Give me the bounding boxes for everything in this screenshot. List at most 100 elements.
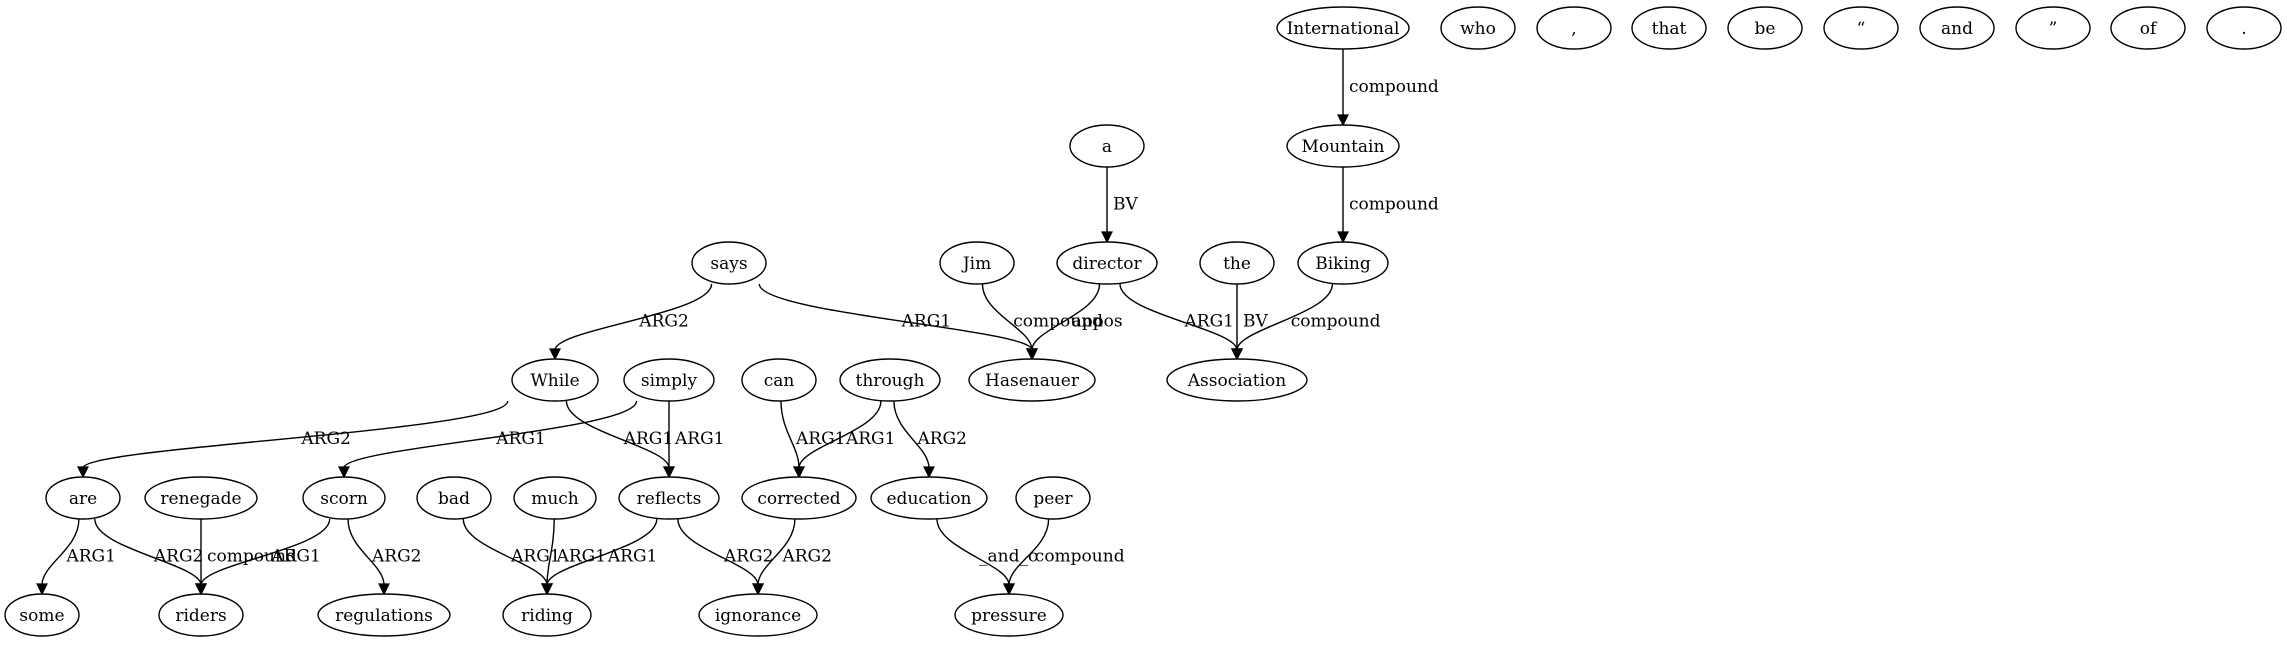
edge-are-some: ARG1: [36, 518, 116, 596]
node-much: much: [513, 476, 597, 520]
edge-label: ARG2: [300, 429, 350, 449]
edge-mountain-biking: compound: [1337, 167, 1439, 244]
arrowhead-icon: [923, 466, 935, 479]
node-reflects: reflects: [618, 476, 720, 520]
node-label: a: [1102, 137, 1112, 157]
edge-label: ARG1: [845, 429, 895, 449]
arrowhead-icon: [541, 583, 553, 596]
node-while: While: [511, 358, 599, 402]
edge-label: ARG1: [901, 312, 951, 332]
node-label: Jim: [961, 254, 991, 274]
edge-can-corrected: ARG1: [780, 400, 845, 479]
node-label: riders: [175, 606, 226, 626]
arrowhead-icon: [1101, 231, 1113, 244]
node-label: through: [856, 371, 925, 391]
edge-label: BV: [1113, 195, 1138, 215]
node-label: bad: [438, 489, 470, 509]
arrowhead-icon: [549, 348, 561, 361]
edge-reflects-riding: ARG1: [541, 518, 658, 596]
edge-simply-scorn: ARG1: [338, 400, 638, 479]
edge-label: compound: [1349, 77, 1439, 97]
node-label: education: [887, 489, 972, 509]
node-label: are: [69, 489, 97, 509]
arrowhead-icon: [1003, 583, 1015, 596]
edge-label: ARG1: [495, 429, 545, 449]
node-are: are: [45, 476, 121, 520]
node-a: a: [1069, 124, 1145, 168]
edge-label: ARG1: [556, 547, 606, 567]
node-association: Association: [1166, 358, 1308, 402]
node-label: Association: [1187, 371, 1287, 391]
node-label: simply: [641, 371, 698, 391]
node-label: that: [1652, 19, 1687, 39]
node-corrected: corrected: [741, 476, 857, 520]
node-ignorance: ignorance: [698, 593, 818, 637]
edge-label: ARG2: [638, 312, 688, 332]
node-label: reflects: [637, 489, 702, 509]
edge-says-while: ARG2: [549, 283, 713, 361]
edge-education-pressure: _and_c: [936, 518, 1038, 596]
arrowhead-icon: [1231, 348, 1243, 361]
node-peer: peer: [1015, 476, 1091, 520]
arrowhead-icon: [36, 583, 48, 596]
edge-label: ARG1: [1184, 312, 1234, 332]
node-biking: Biking: [1297, 241, 1389, 285]
arrowhead-icon: [1026, 348, 1038, 361]
edge-label: compound: [1349, 195, 1439, 215]
edge-label: compound: [1035, 547, 1125, 567]
node-that: that: [1631, 6, 1707, 50]
node-scorn: scorn: [302, 476, 386, 520]
node-label: the: [1223, 254, 1251, 274]
edge-label: ARG1: [607, 547, 657, 567]
node-regulations: regulations: [317, 593, 451, 637]
node-label: ignorance: [715, 606, 801, 626]
node-director: director: [1056, 241, 1158, 285]
node-label: “: [1857, 19, 1866, 39]
edge-biking-association: compound: [1231, 283, 1381, 361]
edge-scorn-riders: ARG1: [195, 518, 331, 596]
edge-label: ARG1: [674, 429, 724, 449]
node-education: education: [870, 476, 988, 520]
arrowhead-icon: [1337, 114, 1349, 127]
node-label: scorn: [320, 489, 368, 509]
edge-label: ARG1: [795, 429, 845, 449]
arrowhead-icon: [378, 583, 390, 596]
node-label: regulations: [335, 606, 433, 626]
edge-while-reflects: ARG1: [565, 400, 675, 479]
edge-reflects-ignorance: ARG2: [677, 518, 773, 596]
node-label: director: [1072, 254, 1142, 274]
node-riding: riding: [502, 593, 592, 637]
node-label: Hasenauer: [985, 371, 1080, 391]
arrowhead-icon: [793, 466, 805, 479]
node-mountain: Mountain: [1286, 124, 1400, 168]
node-label: International: [1287, 19, 1400, 39]
edge-label: compound: [1291, 312, 1381, 332]
node-label: some: [19, 606, 64, 626]
node-open_quote: “: [1823, 6, 1899, 50]
arrowhead-icon: [752, 583, 764, 596]
node-label: peer: [1033, 489, 1073, 509]
edge-label: ARG2: [723, 547, 773, 567]
edge-label: ARG2: [371, 547, 421, 567]
arrowhead-icon: [663, 466, 675, 479]
edge-through-corrected: ARG1: [793, 400, 895, 479]
arrowhead-icon: [77, 466, 89, 479]
edge-through-education: ARG2: [893, 400, 967, 479]
node-through: through: [839, 358, 941, 402]
node-be: be: [1727, 6, 1803, 50]
edge-label: appos: [1072, 312, 1123, 332]
edge-peer-pressure: compound: [1003, 518, 1125, 596]
node-the: the: [1199, 241, 1275, 285]
edge-label: ARG1: [623, 429, 673, 449]
node-can: can: [741, 358, 817, 402]
edge-corrected-ignorance: ARG2: [752, 518, 832, 596]
node-label: and: [1941, 19, 1973, 39]
node-label: .: [2241, 19, 2246, 39]
edge-label: compound: [207, 547, 297, 567]
node-hasenauer: Hasenauer: [968, 358, 1096, 402]
edge-label: compound: [1013, 312, 1103, 332]
node-renegade: renegade: [144, 476, 258, 520]
edge-label: ARG1: [65, 547, 115, 567]
node-label: Mountain: [1302, 137, 1385, 157]
